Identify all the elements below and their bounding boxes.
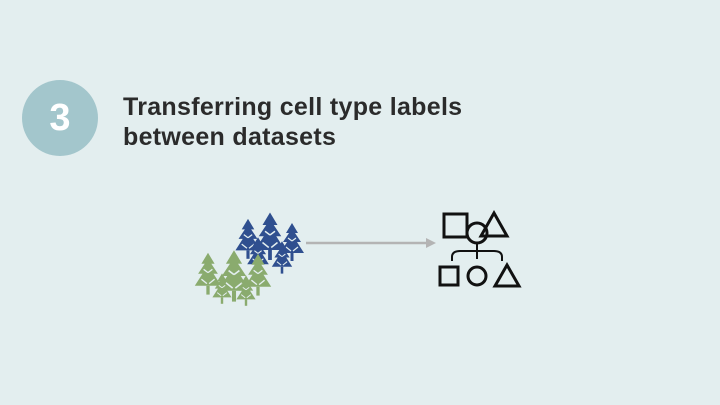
forest-trees-icon	[194, 211, 305, 307]
label-transfer-illustration	[194, 209, 522, 307]
cell-type-hierarchy-icon	[438, 209, 522, 288]
title-line-1: Transferring cell type labels	[123, 93, 463, 121]
title-line-2: between datasets	[123, 123, 337, 151]
step-number: 3	[49, 97, 71, 139]
step-badge: 3	[22, 80, 98, 156]
slide-title: Transferring cell type labels between da…	[123, 92, 543, 152]
arrow-right-icon	[306, 238, 436, 248]
